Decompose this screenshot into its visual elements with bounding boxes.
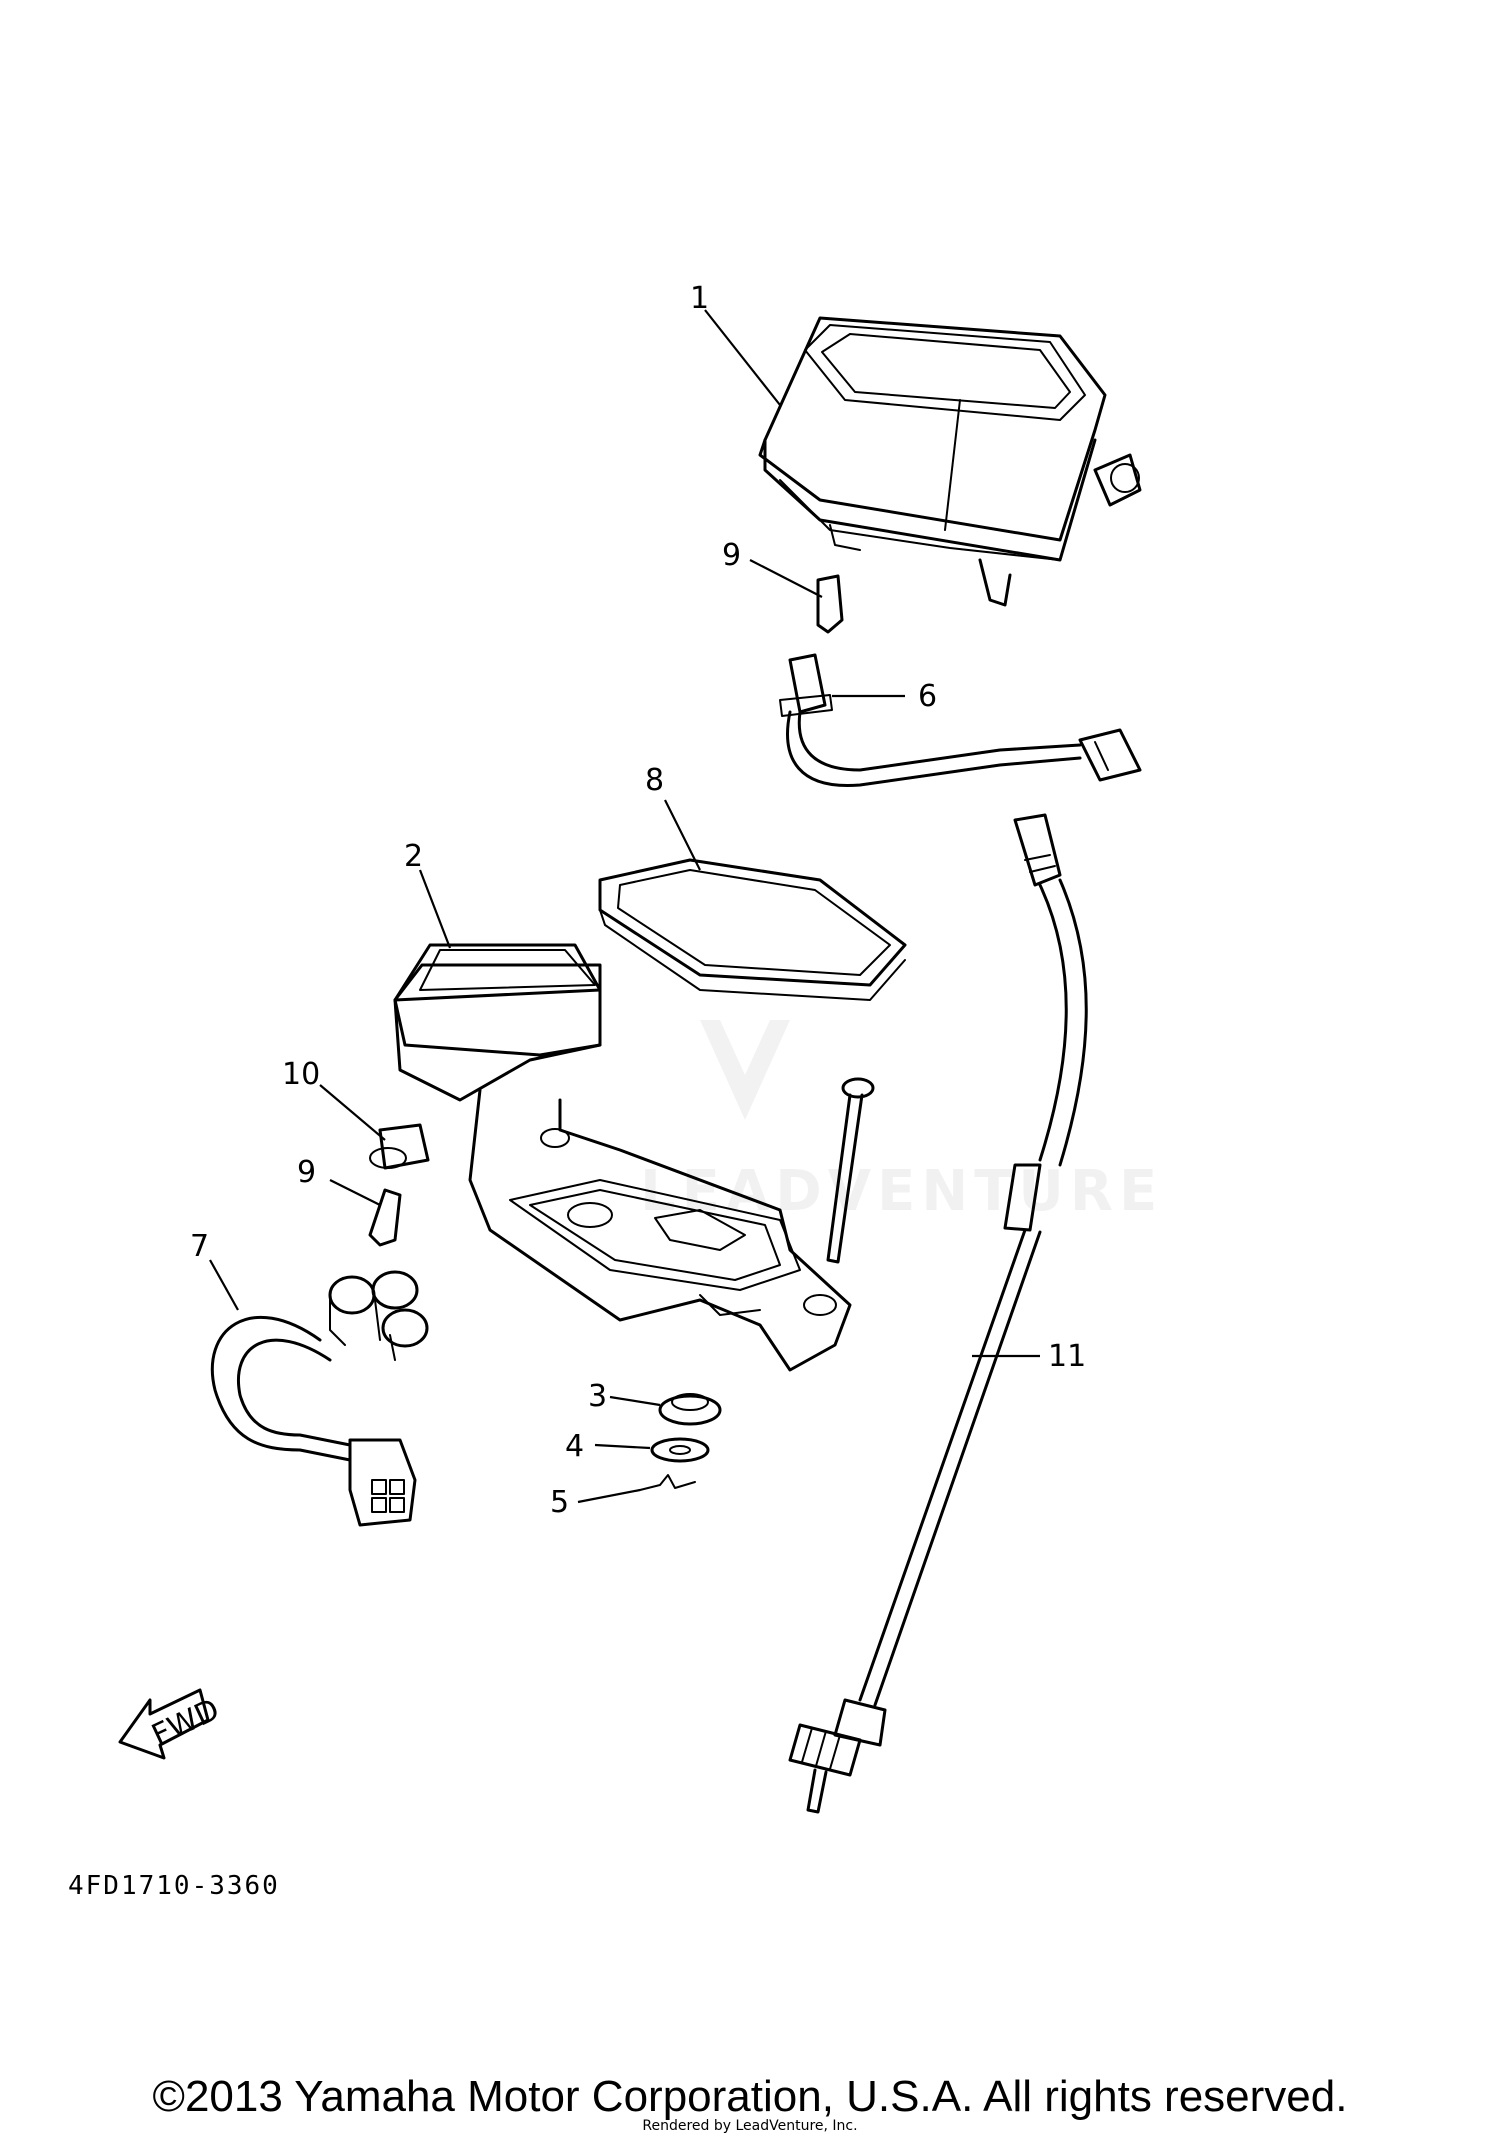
part-8-gasket xyxy=(598,858,907,1001)
rendered-by-credit: Rendered by LeadVenture, Inc. xyxy=(642,2118,858,2134)
callout-1: 1 xyxy=(690,281,709,316)
watermark-text: LEADVENTURE xyxy=(640,1159,1163,1224)
leader-lines xyxy=(209,309,1040,1504)
callout-6: 6 xyxy=(918,679,937,714)
callout-3: 3 xyxy=(588,1379,607,1414)
part-4-washer xyxy=(650,1437,710,1463)
diagram-code: 4FD1710-3360 xyxy=(68,1871,280,1901)
part-7-wire-harness xyxy=(210,1270,429,1527)
callout-9-upper: 9 xyxy=(722,538,741,573)
callout-11: 11 xyxy=(1048,1339,1086,1374)
part-2-meter-assembly xyxy=(393,943,852,1372)
callout-10: 10 xyxy=(282,1057,320,1092)
part-10-socket xyxy=(369,1123,430,1170)
part-6-bulb-socket xyxy=(779,653,1142,788)
part-9-bulb-lower xyxy=(368,1188,402,1247)
part-11-speedometer-cable xyxy=(788,813,1088,1814)
part-1-speedometer xyxy=(758,316,1142,607)
fwd-arrow-icon: FWD xyxy=(118,1688,225,1760)
callout-4: 4 xyxy=(565,1429,584,1464)
callout-9-lower: 9 xyxy=(297,1155,316,1190)
part-3-grommet xyxy=(658,1393,722,1426)
copyright-notice: ©2013 Yamaha Motor Corporation, U.S.A. A… xyxy=(152,2072,1348,2121)
fwd-label: FWD xyxy=(147,1692,225,1753)
callout-5: 5 xyxy=(550,1485,569,1520)
part-9-bulb-upper xyxy=(816,574,844,634)
callout-7: 7 xyxy=(190,1229,209,1264)
callout-8: 8 xyxy=(645,763,664,798)
watermark: LEADVENTURE xyxy=(640,1020,1163,1224)
part-5-clip xyxy=(639,1474,696,1491)
bolt xyxy=(826,1077,875,1264)
callout-2: 2 xyxy=(404,839,423,874)
